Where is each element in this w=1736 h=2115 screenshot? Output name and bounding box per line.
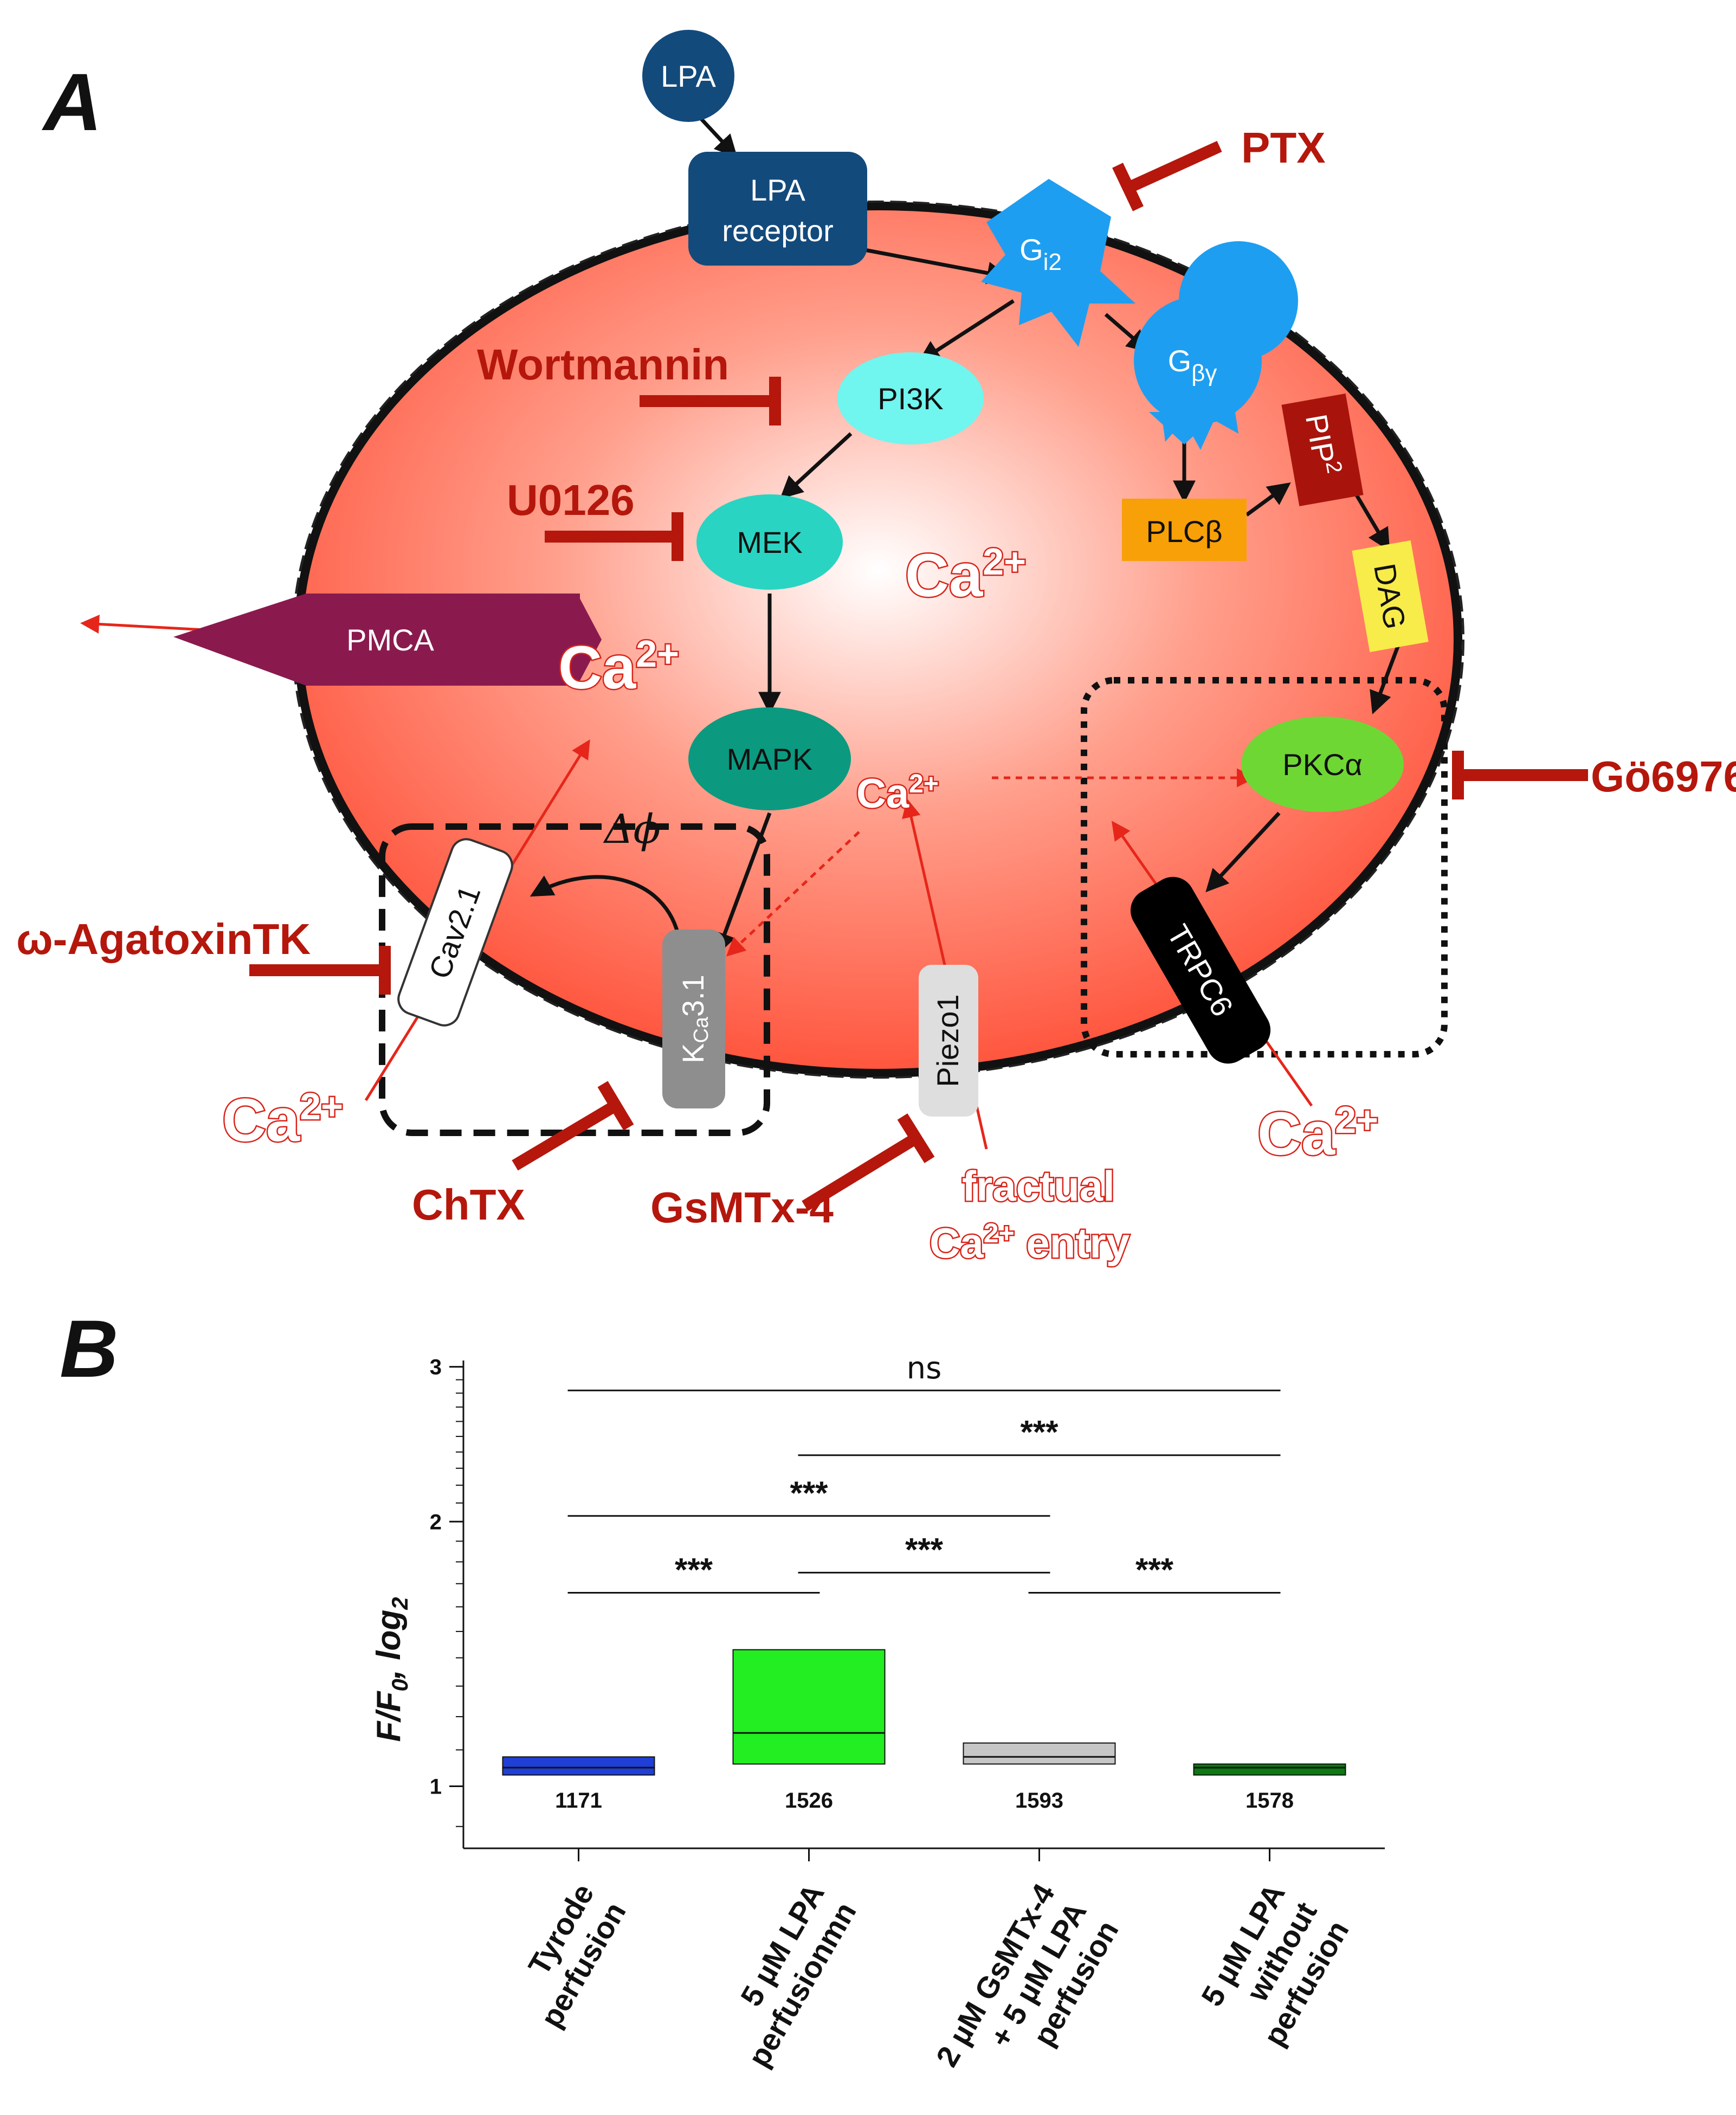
category-label: 2 µM GsMTx-4+ 5 µM LPAperfusion (929, 1878, 1125, 2110)
chtx-label: ChTX (412, 1181, 525, 1229)
box (1193, 1763, 1346, 1776)
fractual-line-2: Ca2+ entry (930, 1218, 1130, 1267)
panel-a-letter: A (41, 56, 102, 147)
ca-pmca: Ca2+ (558, 633, 679, 701)
significance-label: ns (907, 1351, 942, 1386)
category-label: 5 µM LPAperfusionmn (709, 1878, 863, 2073)
box (502, 1756, 655, 1776)
panel-b-letter: B (60, 1303, 118, 1394)
gi2-label: Gi2 (1019, 233, 1062, 275)
lpa-receptor-label-2: receptor (722, 214, 833, 248)
cell-outline-rough (292, 201, 1464, 1079)
dag-node: DAG (1352, 540, 1429, 653)
mapk-node (688, 707, 851, 810)
lpa-receptor-node (688, 152, 867, 266)
box (963, 1742, 1116, 1765)
lpa-node (642, 30, 734, 122)
calcium-labels: Ca2+ Ca2+ Ca2+ Ca2+ Ca2+ fractual Ca2+ e… (221, 539, 1380, 1268)
gi2-node (981, 179, 1135, 347)
ca-center: Ca2+ (905, 540, 1026, 609)
significance-label: *** (1020, 1414, 1059, 1450)
kca31-node: KCa3.1 (662, 930, 725, 1108)
gbg-node-body (1134, 296, 1262, 424)
mek-label: MEK (737, 525, 802, 559)
ca-trpc6-entry: Ca2+ (1257, 1099, 1378, 1168)
inhibition-lines (249, 140, 1588, 1211)
ptx-label: PTX (1241, 124, 1326, 172)
fractual-line-1: fractual (962, 1162, 1115, 1210)
panel-a: A (16, 30, 1736, 1268)
category-label: Tyrodeperfusion (502, 1878, 633, 2033)
y-tick-label: 2 (430, 1510, 442, 1534)
pkc-trpc6-dotted-box (1081, 677, 1448, 1058)
pi3k-label: PI3K (877, 382, 943, 416)
kca31-label: KCa3.1 (676, 975, 713, 1063)
delta-phi-label: Δϕ (603, 806, 661, 853)
significance-label: *** (790, 1475, 828, 1511)
sample-count: 1593 (1015, 1789, 1063, 1813)
panel-b: B 1 2 3 1171 1526 1593 1578 ns *** *** *** *** *** Ty… (60, 1303, 1385, 2110)
significance-label: *** (1135, 1552, 1174, 1588)
signal-arrows (530, 112, 1401, 956)
piezo1-label: Piezo1 (931, 994, 965, 1087)
pkca-label: PKCα (1282, 747, 1363, 782)
sample-count: 1526 (785, 1789, 833, 1813)
mapk-label: MAPK (727, 742, 813, 776)
piezo1-node: Piezo1 (919, 965, 978, 1117)
ca-cav-entry: Ca2+ (222, 1085, 343, 1154)
category-label: 5 µM LPAwithoutperfusion (1193, 1878, 1356, 2052)
lpa-label: LPA (661, 59, 716, 93)
go6976-label: Gö6976 (1591, 752, 1736, 801)
gsmtx4-label: GsMTx-4 (650, 1183, 834, 1231)
u0126-label: U0126 (507, 476, 635, 524)
agatoxin-label: ω-AgatoxinTK (16, 915, 311, 963)
significance-label: *** (675, 1552, 713, 1588)
y-tick-label: 1 (430, 1775, 442, 1799)
pip2-node: PIP2 (1281, 394, 1364, 506)
pkca-node (1241, 717, 1404, 812)
gbg-node-spikes (1160, 398, 1238, 450)
plcb-node (1122, 499, 1247, 561)
pmca-label: PMCA (346, 623, 434, 657)
ca-cytosol-small: Ca2+ (856, 770, 939, 817)
significance-label: *** (905, 1531, 944, 1568)
pmca-node-tip (577, 594, 602, 686)
plcb-label: PLCβ (1146, 514, 1222, 549)
pi3k-node (837, 352, 984, 444)
y-axis-label: F/F0, log2 (370, 1597, 412, 1742)
pmca-node (173, 594, 580, 686)
sample-count: 1171 (555, 1789, 602, 1813)
y-tick-label: 3 (430, 1356, 442, 1379)
wortmannin-label: Wortmannin (477, 340, 729, 389)
mek-node (696, 494, 843, 590)
sample-count: 1578 (1245, 1789, 1294, 1813)
lpa-receptor-label-1: LPA (750, 173, 805, 207)
box (732, 1649, 886, 1765)
boxplot-chart: 1 2 3 1171 1526 1593 1578 ns *** *** *** *** *** Tyro… (430, 1351, 1385, 2110)
gbg-label: Gβγ (1168, 344, 1217, 386)
